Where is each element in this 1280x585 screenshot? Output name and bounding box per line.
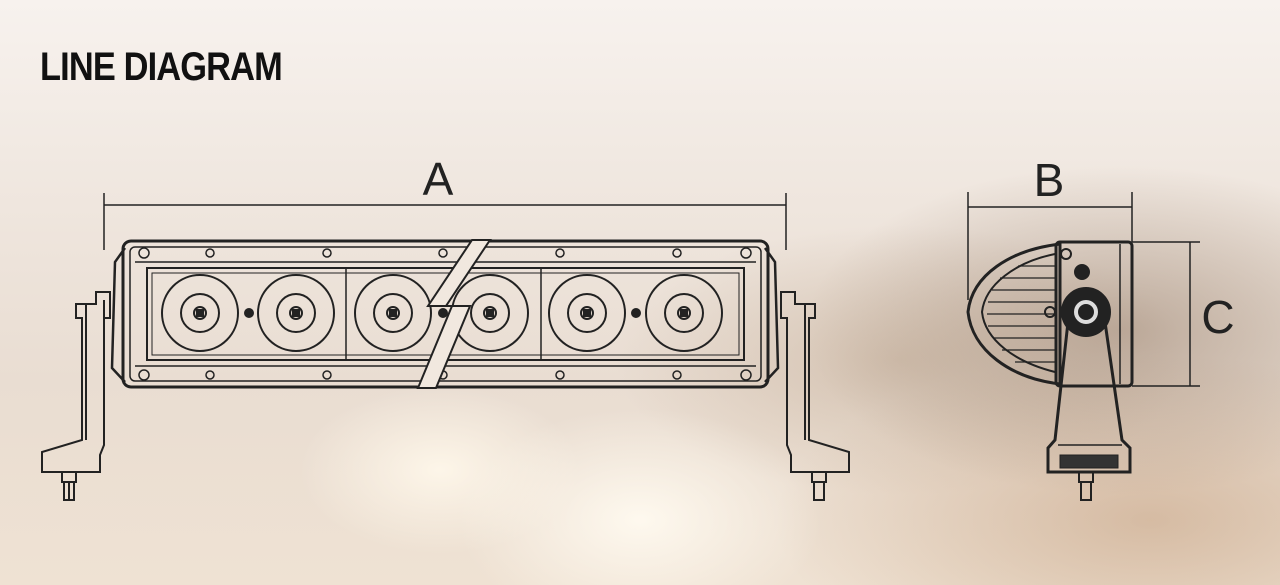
light-bar-side-view bbox=[966, 240, 1134, 501]
break-symbol bbox=[416, 239, 492, 389]
page-title: LINE DIAGRAM bbox=[40, 45, 283, 89]
light-bar-front-view bbox=[41, 239, 850, 501]
led-2 bbox=[257, 274, 335, 352]
right-mounting-bracket bbox=[780, 291, 850, 501]
led-5 bbox=[548, 274, 626, 352]
dimension-c: C bbox=[1132, 241, 1235, 387]
dimension-c-label: C bbox=[1201, 291, 1234, 343]
led-3 bbox=[354, 274, 432, 352]
led-1 bbox=[161, 274, 239, 352]
dimension-a-label: A bbox=[423, 153, 454, 205]
left-mounting-bracket bbox=[41, 291, 111, 501]
led-6 bbox=[645, 274, 723, 352]
dimension-a: A bbox=[103, 153, 787, 250]
dimension-b-label: B bbox=[1034, 154, 1065, 206]
dimension-b: B bbox=[967, 154, 1133, 300]
